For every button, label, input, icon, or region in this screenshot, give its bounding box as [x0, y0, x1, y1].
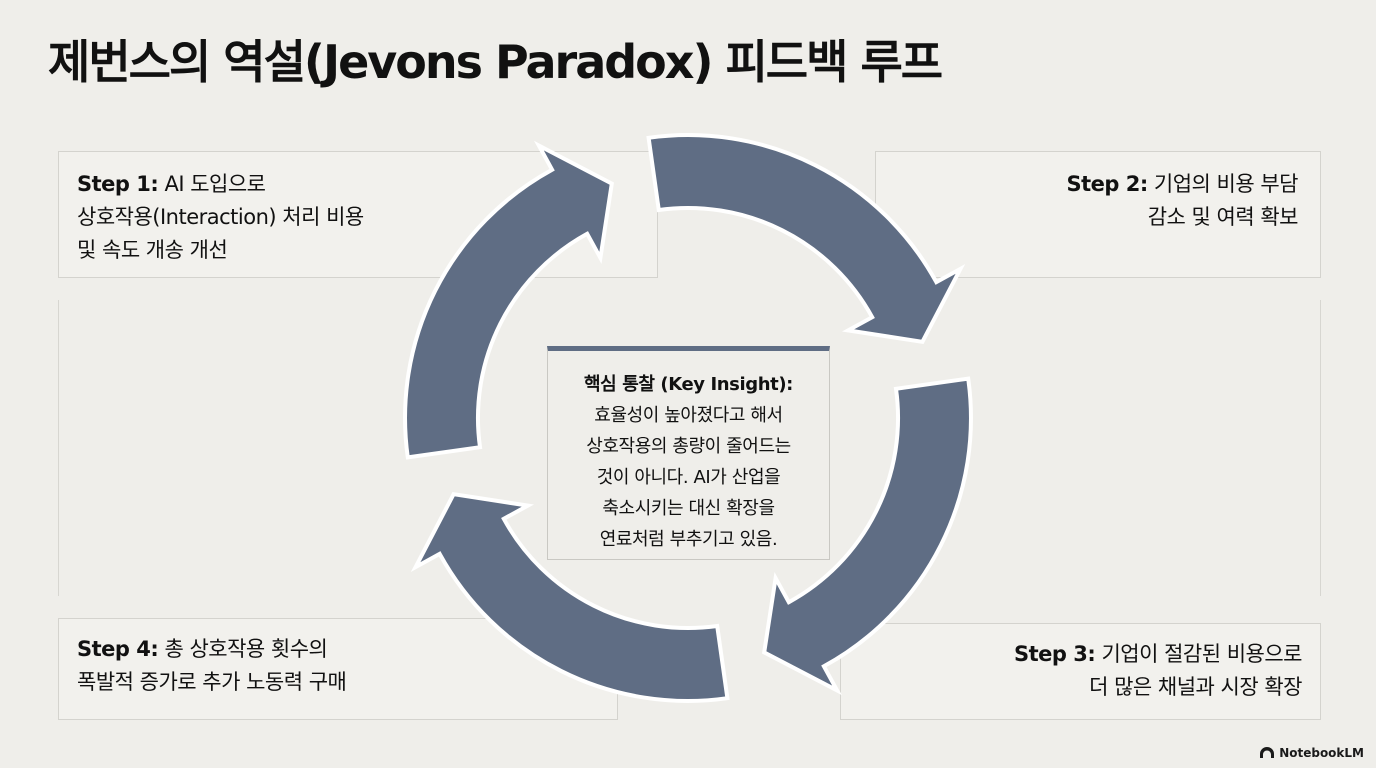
step-3-line-2: 더 많은 채널과 시장 확장	[1089, 675, 1302, 699]
arrow-step-3-to-4	[762, 376, 973, 696]
step-3-line-1: 기업이 절감된 비용으로	[1101, 642, 1302, 666]
brand-label: NotebookLM	[1279, 746, 1364, 760]
arrow-step-2-to-3	[646, 133, 966, 344]
key-insight-line-4: 축소시키는 대신 확장을	[602, 498, 775, 519]
page-title: 제번스의 역설(Jevons Paradox) 피드백 루프	[48, 35, 943, 89]
step-2-line-2: 감소 및 여력 확보	[1147, 205, 1299, 229]
step-2-line-1: 기업의 비용 부담	[1153, 172, 1299, 196]
step-2-heading: Step 2:	[1066, 172, 1148, 196]
arrow-step-1-to-2	[403, 140, 614, 460]
step-1-line-2: 상호작용(Interaction) 처리 비용	[77, 205, 364, 229]
key-insight-line-1: 효율성이 높아졌다고 해서	[594, 405, 783, 426]
step-1-heading: Step 1:	[77, 172, 159, 196]
key-insight-line-3: 것이 아니다. AI가 산업을	[596, 467, 781, 488]
step-1-line-3: 및 속도 개송 개선	[77, 238, 228, 262]
notebooklm-branding: NotebookLM	[1259, 746, 1364, 760]
step-4-heading: Step 4:	[77, 637, 159, 661]
frame-line-right	[1320, 300, 1321, 596]
step-4-line-1: 총 상호작용 횟수의	[164, 637, 328, 661]
key-insight-line-2: 상호작용의 총량이 줄어드는	[586, 436, 791, 457]
step-4-line-2: 폭발적 증가로 추가 노동력 구매	[77, 670, 347, 694]
notebooklm-logo-icon	[1260, 747, 1275, 758]
key-insight-box: 핵심 통찰 (Key Insight): 효율성이 높아졌다고 해서 상호작용의…	[547, 346, 830, 560]
step-3-heading: Step 3:	[1013, 642, 1096, 666]
frame-line-left	[58, 300, 59, 596]
step-3-box: Step 3: 기업이 절감된 비용으로 더 많은 채널과 시장 확장	[840, 623, 1321, 720]
key-insight-line-5: 연료처럼 부추기고 있음.	[599, 529, 778, 550]
step-4-box: Step 4: 총 상호작용 횟수의 폭발적 증가로 추가 노동력 구매	[58, 618, 618, 720]
key-insight-heading: 핵심 통찰 (Key Insight):	[584, 374, 793, 395]
step-2-box: Step 2: 기업의 비용 부담 감소 및 여력 확보	[875, 151, 1321, 278]
arrow-step-4-to-1	[410, 492, 730, 703]
step-1-line-1: AI 도입으로	[164, 172, 266, 196]
